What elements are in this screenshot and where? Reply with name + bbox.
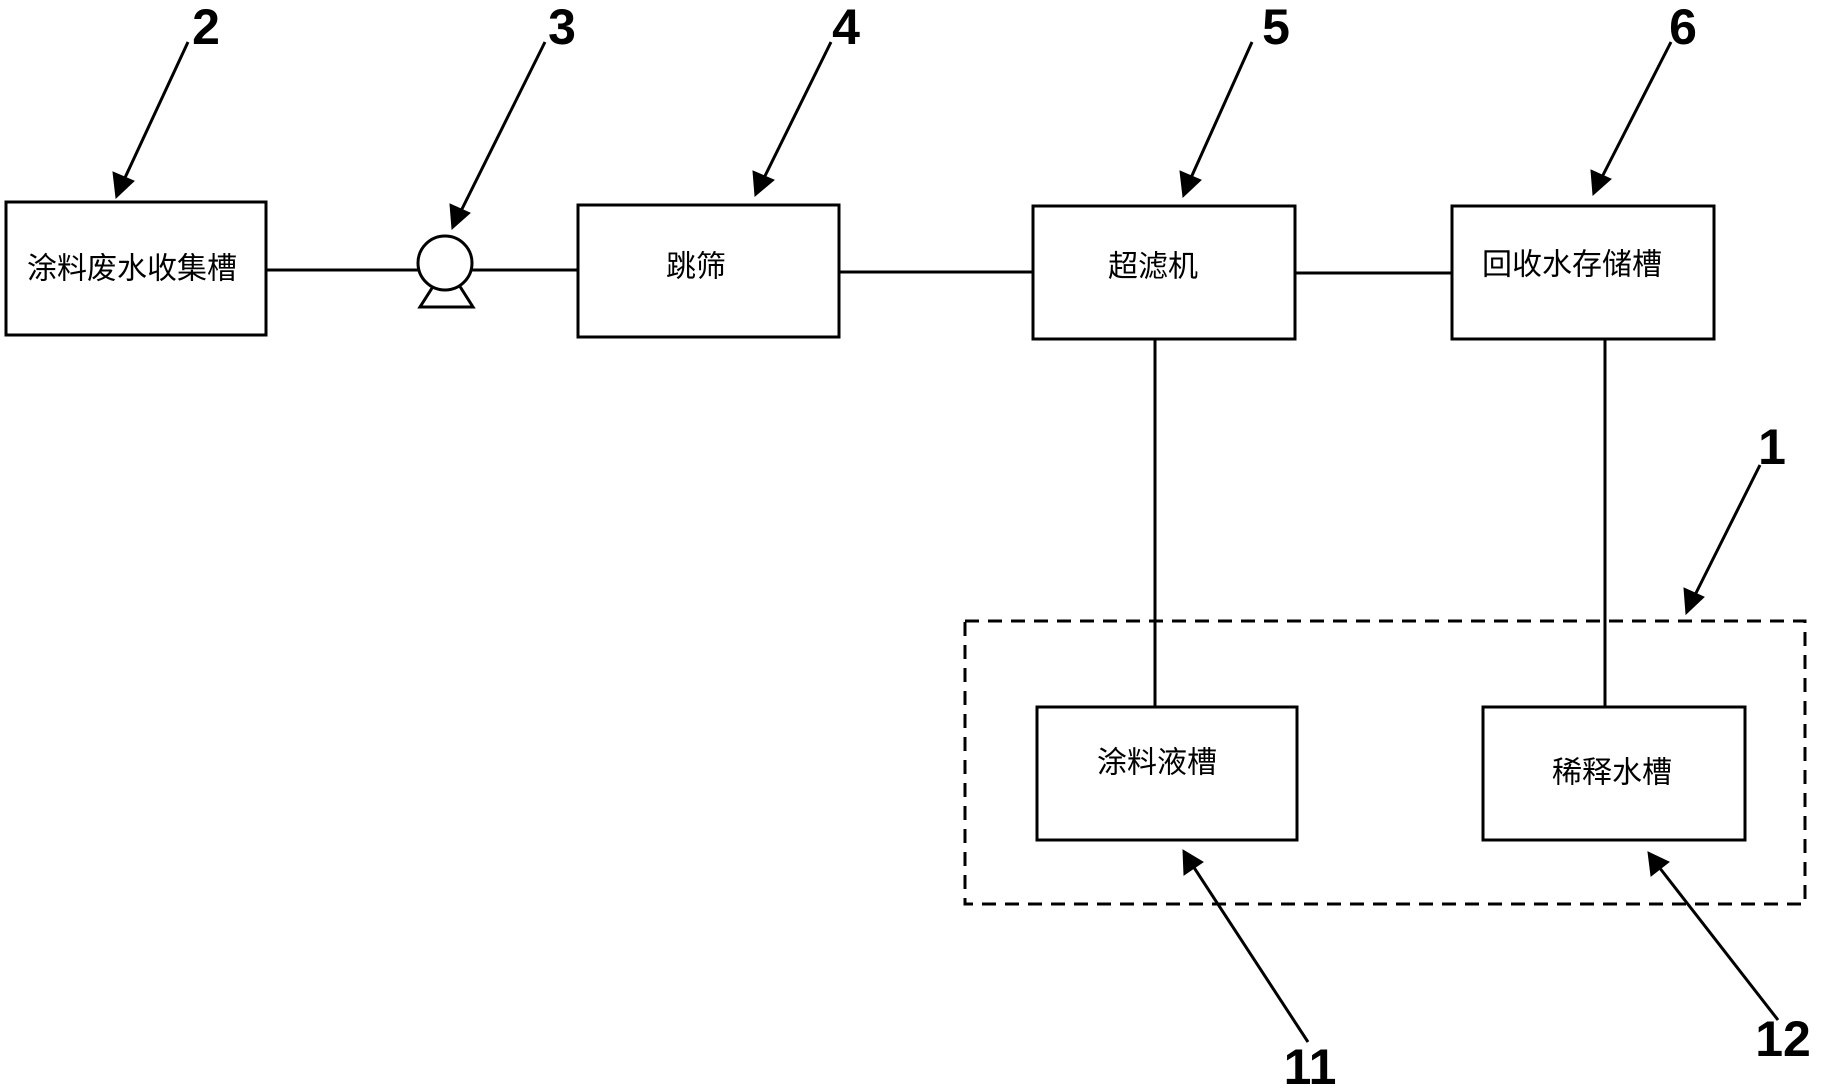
ref-6: 6 [1669,0,1697,55]
leader-6 [1599,41,1673,180]
ref-5: 5 [1262,0,1290,55]
dilution-tank-node: 稀释水槽 [1481,705,1747,842]
pump-node [416,234,476,309]
leader-1 [1692,464,1762,598]
arrowhead-12 [1647,851,1670,877]
arrowhead-2 [112,171,135,200]
arrowhead-3 [449,203,471,231]
ref-4: 4 [832,0,860,55]
arrowhead-4 [752,170,775,198]
collection-tank-label: 涂料废水收集槽 [27,252,237,287]
reference-numerals: 2 3 4 5 6 1 11 12 [192,0,1811,1088]
dilution-tank-label: 稀释水槽 [1552,756,1672,791]
arrowhead-1 [1683,587,1705,616]
ref-12: 12 [1755,1011,1811,1067]
leader-5 [1188,41,1254,181]
coating-tank-node: 涂料液槽 [1035,705,1299,842]
recovered-water-tank-box [1450,204,1716,341]
collection-tank-box [4,200,268,337]
recovered-water-tank-node: 回收水存储槽 [1450,204,1716,341]
leader-4 [761,41,833,181]
leader-2 [121,41,190,183]
ref-11: 11 [1284,1039,1337,1088]
arrowhead-5 [1179,170,1202,199]
dilution-tank-box [1481,705,1747,842]
connection-lines [266,268,1607,707]
ref-2: 2 [192,0,220,55]
arrowhead-6 [1590,169,1612,197]
ultrafilter-label: 超滤机 [1108,250,1198,285]
leader-12 [1657,866,1780,1021]
leader-lines [112,41,1780,1043]
collection-tank-node: 涂料废水收集槽 [4,200,268,337]
ref-1: 1 [1758,419,1786,475]
pump-icon [416,234,474,292]
vibrating-screen-label: 跳筛 [666,250,726,285]
arrowhead-11 [1182,849,1204,876]
ultrafilter-node: 超滤机 [1031,204,1297,341]
vibrating-screen-node: 跳筛 [576,203,841,339]
ultrafilter-box [1031,204,1297,341]
ref-3: 3 [548,0,576,55]
leader-3 [458,41,547,214]
vibrating-screen-box [576,203,841,339]
tank-group-boundary [963,619,1807,906]
recovered-water-tank-label: 回收水存储槽 [1482,248,1662,283]
coating-tank-box [1035,705,1299,842]
leader-11 [1191,865,1310,1043]
coating-tank-label: 涂料液槽 [1097,746,1217,781]
